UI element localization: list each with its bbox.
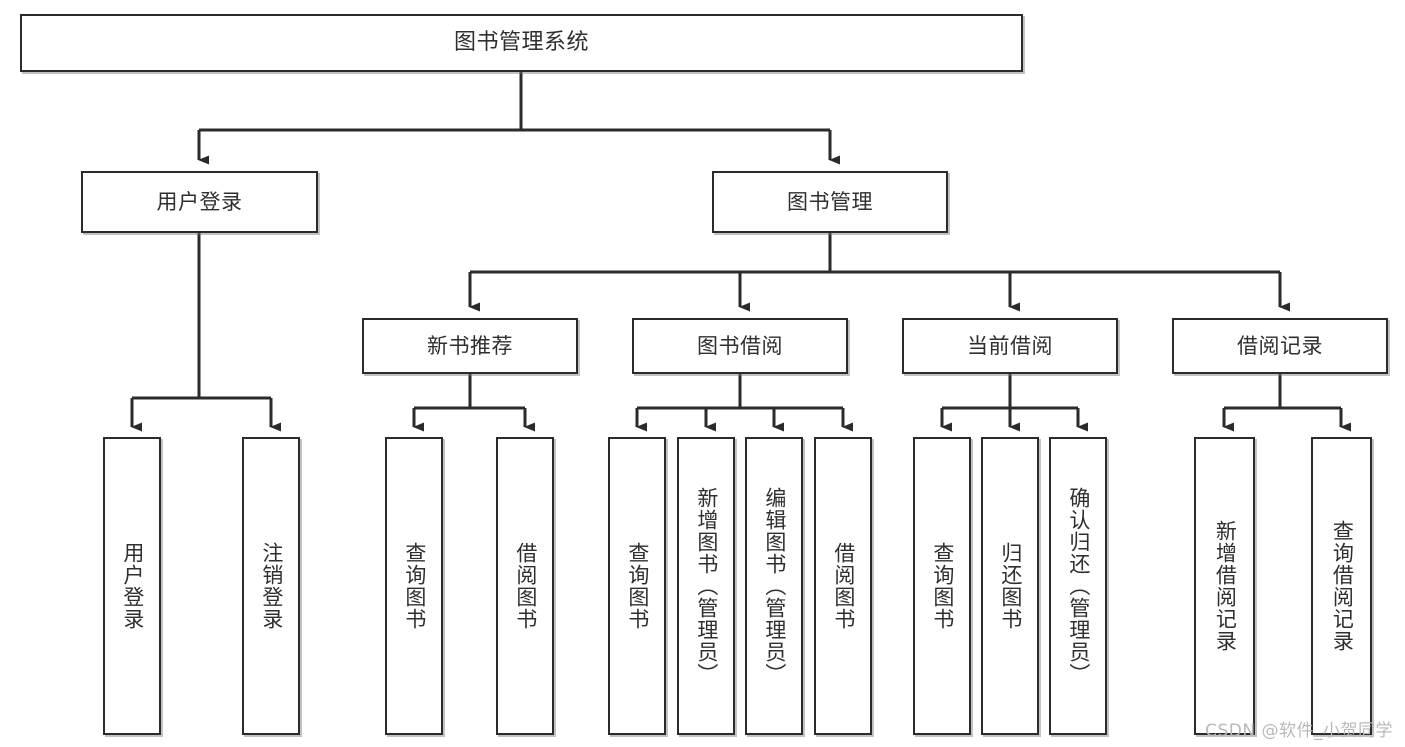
- leaf-label: 新增图书（管理员）: [694, 487, 719, 685]
- node-current-borrow[interactable]: 当前借阅: [902, 318, 1118, 374]
- node-borrow-record[interactable]: 借阅记录: [1172, 318, 1388, 374]
- leaf-label: 确认归还（管理员）: [1066, 487, 1091, 685]
- leaf-user-login-login[interactable]: 用户登录: [103, 437, 161, 735]
- leaf-label: 编辑图书（管理员）: [762, 487, 787, 685]
- node-label: 新书推荐: [427, 333, 513, 358]
- leaf-user-login-logout[interactable]: 注销登录: [242, 437, 300, 735]
- leaf-label: 借阅图书: [513, 542, 538, 630]
- leaf-borrow-record-query-record[interactable]: 查询借阅记录: [1311, 437, 1372, 735]
- leaf-label: 借阅图书: [831, 542, 856, 630]
- leaf-current-borrow-return-book[interactable]: 归还图书: [981, 437, 1039, 735]
- leaf-book-borrow-edit-book-admin[interactable]: 编辑图书（管理员）: [745, 437, 803, 735]
- leaf-book-borrow-borrow-book[interactable]: 借阅图书: [814, 437, 872, 735]
- leaf-label: 新增借阅记录: [1213, 520, 1238, 652]
- leaf-borrow-record-add-record[interactable]: 新增借阅记录: [1194, 437, 1255, 735]
- leaf-label: 用户登录: [120, 542, 145, 630]
- leaf-label: 查询图书: [930, 542, 955, 630]
- leaf-label: 查询借阅记录: [1330, 520, 1355, 652]
- node-label: 当前借阅: [967, 333, 1053, 358]
- node-label: 用户登录: [156, 189, 243, 214]
- node-user-login[interactable]: 用户登录: [81, 171, 318, 233]
- node-root-book-management-system[interactable]: 图书管理系统: [20, 14, 1023, 72]
- leaf-current-borrow-query-book[interactable]: 查询图书: [913, 437, 971, 735]
- node-book-borrow[interactable]: 图书借阅: [632, 318, 848, 374]
- leaf-label: 查询图书: [625, 542, 650, 630]
- leaf-current-borrow-confirm-return-admin[interactable]: 确认归还（管理员）: [1049, 437, 1107, 735]
- leaf-new-book-query-book[interactable]: 查询图书: [385, 437, 443, 735]
- leaf-label: 查询图书: [402, 542, 427, 630]
- leaf-book-borrow-query-book[interactable]: 查询图书: [608, 437, 666, 735]
- node-label: 图书管理: [787, 189, 873, 214]
- node-label: 图书管理系统: [453, 30, 589, 56]
- node-label: 借阅记录: [1237, 333, 1323, 358]
- leaf-label: 归还图书: [998, 542, 1023, 630]
- node-book-management[interactable]: 图书管理: [712, 171, 948, 233]
- leaf-new-book-borrow-book[interactable]: 借阅图书: [496, 437, 554, 735]
- node-label: 图书借阅: [697, 333, 783, 358]
- leaf-book-borrow-add-book-admin[interactable]: 新增图书（管理员）: [677, 437, 735, 735]
- node-new-book-recommend[interactable]: 新书推荐: [362, 318, 578, 374]
- leaf-label: 注销登录: [259, 542, 284, 630]
